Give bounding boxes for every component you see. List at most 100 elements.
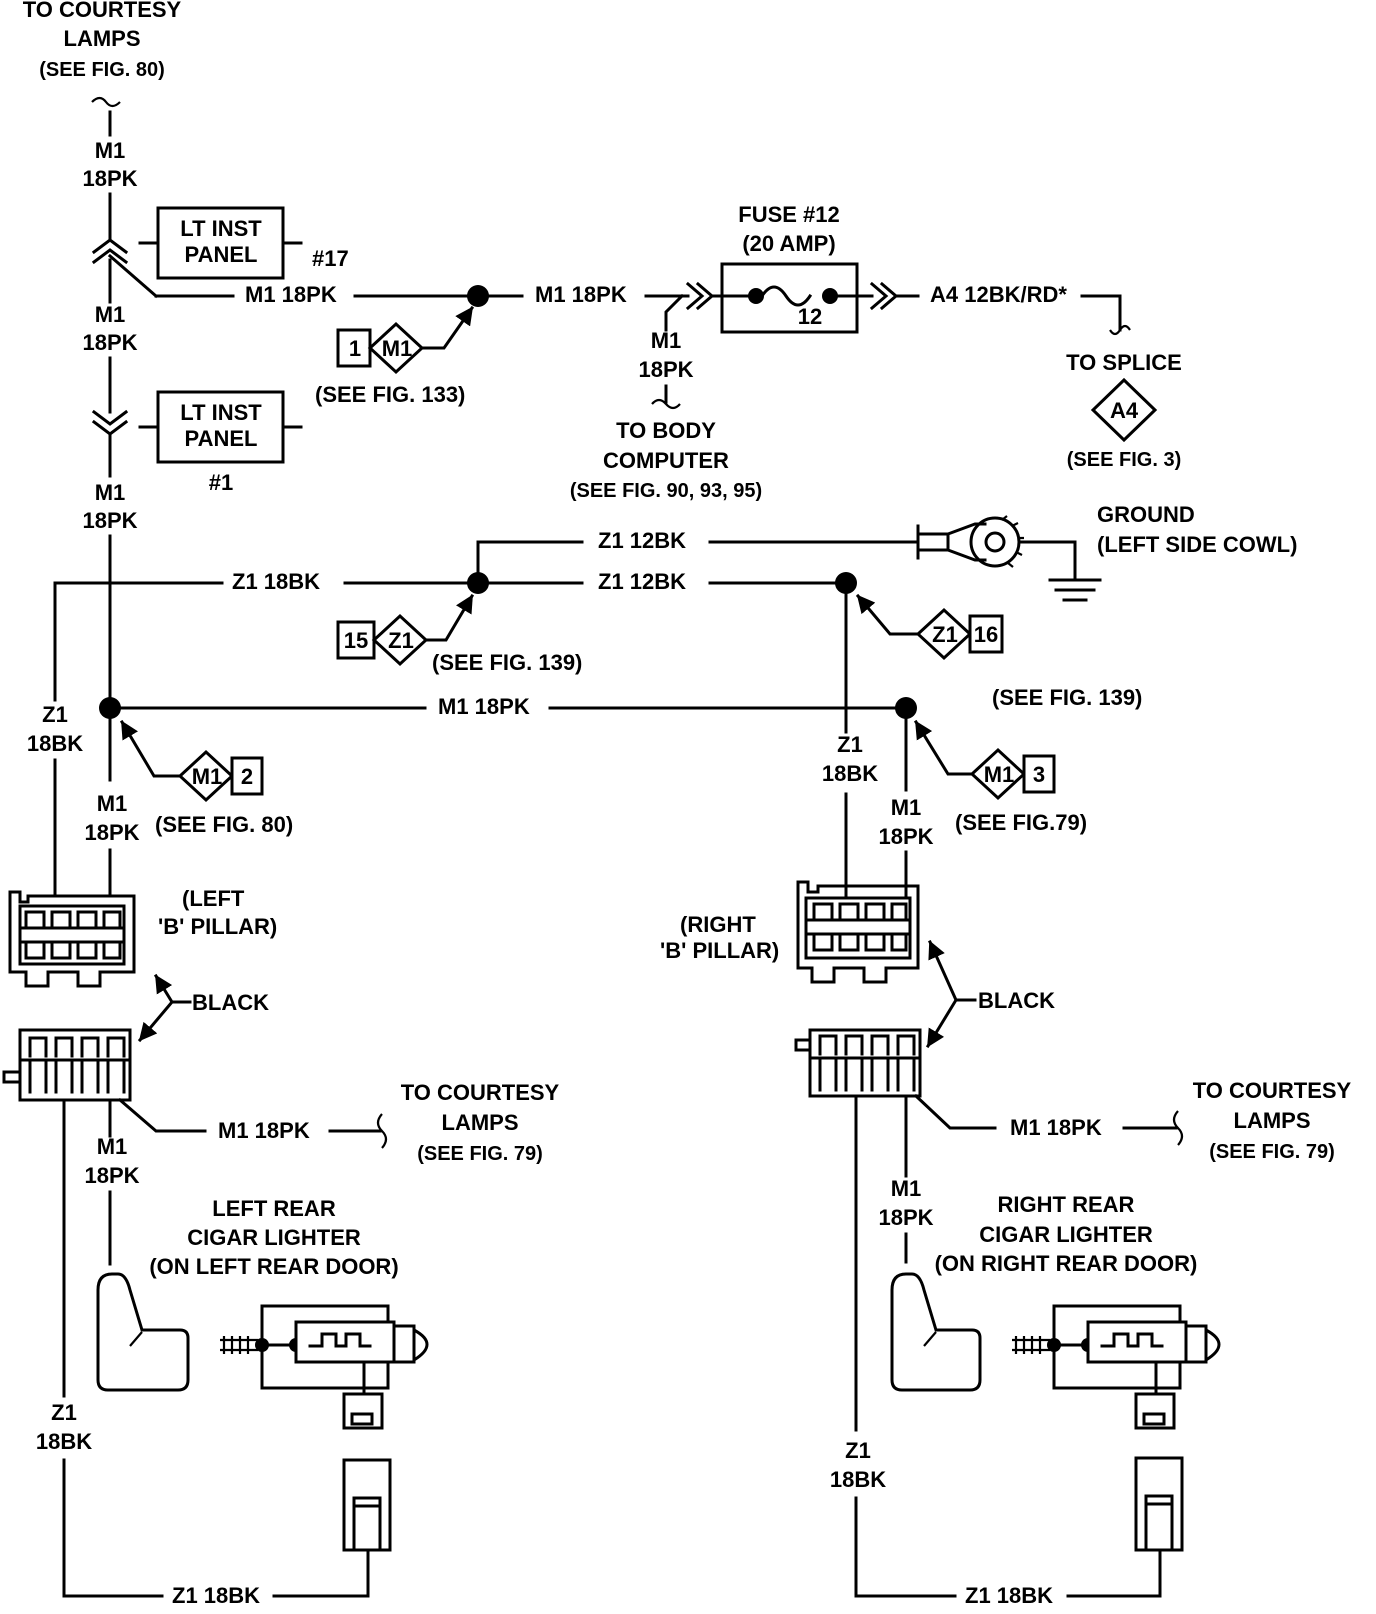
panel17-label-1: LT INST [180, 216, 262, 241]
splice15-ref: (SEE FIG. 139) [432, 650, 582, 675]
wire-label-z1: Z1 [51, 1400, 77, 1425]
svg-text:(20 AMP): (20 AMP) [742, 231, 835, 256]
left-lighter-terminal [342, 1458, 392, 1552]
svg-text:TO COURTESY: TO COURTESY [401, 1080, 560, 1105]
svg-text:M1: M1 [192, 764, 223, 789]
wire-z1-18bk-left-bottom [272, 1546, 370, 1598]
svg-text:(SEE FIG. 80): (SEE FIG. 80) [39, 59, 165, 81]
left-courtesy-79-label: TO COURTESY LAMPS (SEE FIG. 79) [401, 1080, 560, 1165]
left-lighter-label: LEFT REAR CIGAR LIGHTER (ON LEFT REAR DO… [149, 1196, 398, 1279]
panel17-id: #17 [312, 246, 349, 271]
left-b-pillar-label: (LEFT 'B' PILLAR) [158, 886, 277, 939]
wire-break-symbol [1109, 324, 1131, 336]
lt-inst-panel-17 [156, 206, 285, 280]
svg-text:RIGHT REAR: RIGHT REAR [998, 1192, 1135, 1217]
ground-label: GROUND (LEFT SIDE COWL) [1097, 502, 1297, 557]
splice-tag-m1-2: M1 2 [177, 749, 264, 803]
wire-label-m1: M1 [891, 1176, 922, 1201]
fuse-connector-right [869, 281, 899, 311]
left-black-pointer-up [153, 973, 192, 1004]
fuse-connector-left [685, 281, 715, 311]
splice-tag-z1-15: 15 Z1 [336, 613, 429, 667]
ground-symbol [1048, 578, 1102, 602]
svg-text:3: 3 [1033, 762, 1045, 787]
fuse-element [759, 285, 813, 307]
wire-label-18bk: 18BK [830, 1467, 886, 1492]
svg-text:M1: M1 [984, 762, 1015, 787]
wire-break-symbol [91, 96, 121, 108]
fuse-title: FUSE #12 (20 AMP) [738, 202, 840, 256]
wire-label-m1: M1 [95, 302, 126, 327]
svg-text:(SEE FIG. 79): (SEE FIG. 79) [1209, 1141, 1335, 1163]
left-lighter-knob-detail [129, 1331, 143, 1347]
splice1-pointer [420, 305, 475, 350]
wire-label-m1-18pk: M1 18PK [535, 282, 627, 307]
top-courtesy-label: TO COURTESY LAMPS (SEE FIG. 80) [23, 0, 182, 81]
wire-label-z1-12bk: Z1 12BK [598, 528, 686, 553]
svg-text:(SEE FIG. 79): (SEE FIG. 79) [417, 1143, 543, 1165]
svg-text:LAMPS: LAMPS [442, 1110, 519, 1135]
wire-label-18pk: 18PK [878, 1205, 933, 1230]
wire-m1-to-courtesy-left [117, 1097, 207, 1133]
to-splice-label: TO SPLICE [1066, 350, 1182, 375]
right-b-pillar-mating-connector [794, 1028, 922, 1098]
wire-break-symbol [651, 398, 681, 410]
panel17-label-2: PANEL [185, 242, 258, 267]
wire-label-18bk: 18BK [36, 1429, 92, 1454]
splice16-pointer [855, 593, 920, 636]
ground-eyelet [916, 515, 1024, 568]
svg-text:16: 16 [974, 622, 998, 647]
svg-text:(RIGHT: (RIGHT [680, 912, 756, 937]
left-b-pillar-connector [8, 890, 136, 988]
right-cigar-lighter [1012, 1304, 1221, 1430]
wire-m1-branch [664, 293, 685, 332]
svg-text:(SEE FIG. 90, 93, 95): (SEE FIG. 90, 93, 95) [570, 480, 762, 502]
splice15-pointer [424, 593, 475, 642]
right-lighter-knob-detail [923, 1331, 937, 1347]
svg-text:TO COURTESY: TO COURTESY [23, 0, 182, 22]
svg-text:LEFT REAR: LEFT REAR [212, 1196, 336, 1221]
wire-a4-to-splice [1080, 294, 1122, 332]
see-fig3-label: (SEE FIG. 3) [1067, 449, 1181, 471]
svg-text:(LEFT SIDE COWL): (LEFT SIDE COWL) [1097, 532, 1297, 557]
wire-label-a4: A4 12BK/RD* [930, 282, 1067, 307]
wire-label-z1-18bk: Z1 18BK [965, 1583, 1053, 1608]
wire-z1-18bk-left-bottom [62, 1458, 164, 1598]
left-cigar-lighter [220, 1304, 429, 1430]
wire-label-18bk: 18BK [822, 761, 878, 786]
svg-text:COMPUTER: COMPUTER [603, 448, 729, 473]
wire-label-m1: M1 [891, 795, 922, 820]
wire-z1-12bk-top [476, 540, 584, 585]
wire-label-m1-18pk: M1 18PK [438, 694, 530, 719]
body-computer-label: TO BODY COMPUTER (SEE FIG. 90, 93, 95) [570, 418, 762, 502]
wire-label-z1: Z1 [42, 702, 68, 727]
wire-z1-18bk-left [53, 581, 224, 702]
panel1-id: #1 [209, 470, 233, 495]
svg-text:CIGAR LIGHTER: CIGAR LIGHTER [979, 1222, 1153, 1247]
splice2-ref: (SEE FIG. 80) [155, 812, 293, 837]
wire-label-18pk: 18PK [82, 330, 137, 355]
wire-label-18pk: 18PK [82, 508, 137, 533]
splice16-ref: (SEE FIG. 139) [992, 685, 1142, 710]
wire-break-symbol [376, 1113, 388, 1149]
wire-label-z1: Z1 [845, 1438, 871, 1463]
wire-label-z1-12bk: Z1 12BK [598, 569, 686, 594]
svg-text:(LEFT: (LEFT [182, 886, 245, 911]
wire-label-m1-18pk: M1 18PK [1010, 1115, 1102, 1140]
wire-m1-to-panel17 [107, 253, 159, 299]
svg-text:Z1: Z1 [932, 622, 958, 647]
wire-label-m1-18pk: M1 18PK [245, 282, 337, 307]
wire-label-18pk: 18PK [638, 357, 693, 382]
right-black-pointer-down [925, 997, 959, 1049]
fuse-terminal [748, 288, 764, 304]
svg-text:FUSE #12: FUSE #12 [738, 202, 840, 227]
left-black-label: BLACK [192, 990, 269, 1015]
splice3-pointer [913, 719, 974, 776]
svg-text:TO COURTESY: TO COURTESY [1193, 1078, 1352, 1103]
wire-label-18pk: 18PK [84, 820, 139, 845]
wire-label-m1: M1 [95, 138, 126, 163]
left-black-pointer-down [137, 999, 175, 1043]
panel1-label-2: PANEL [185, 426, 258, 451]
svg-text:(ON LEFT REAR DOOR): (ON LEFT REAR DOOR) [149, 1254, 398, 1279]
